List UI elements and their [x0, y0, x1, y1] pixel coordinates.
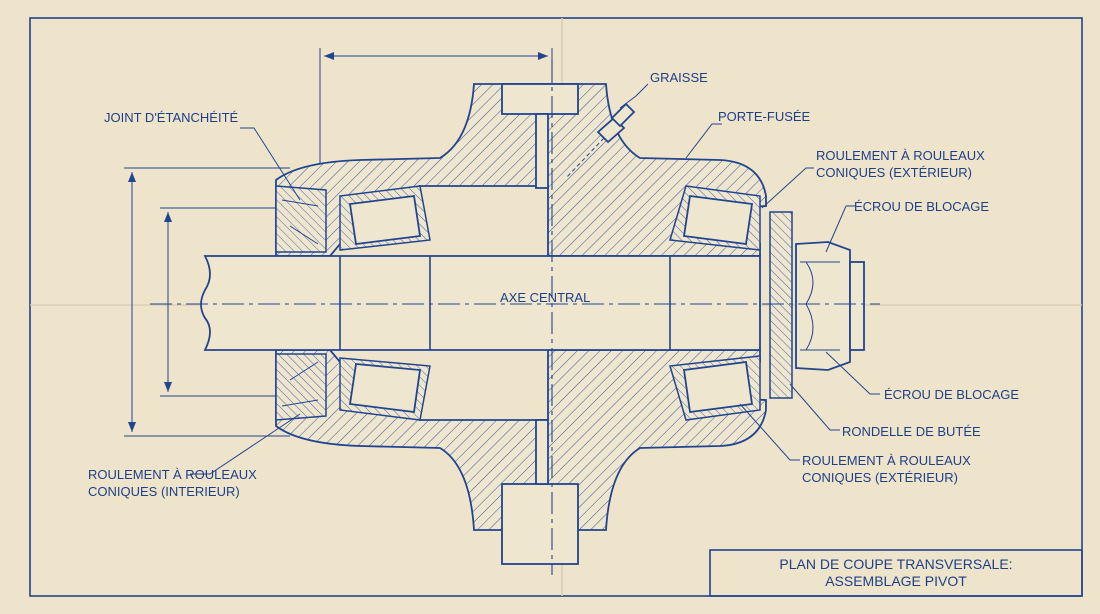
label-rondelle: RONDELLE DE BUTÉE — [842, 424, 981, 439]
label-joint: JOINT D'ÉTANCHÉITÉ — [104, 110, 239, 125]
title-line-1: PLAN DE COUPE TRANSVERSALE: — [779, 556, 1012, 572]
outer-bearing-top — [669, 185, 761, 251]
outer-bearing-bottom — [669, 355, 761, 421]
label-roulement-ext-top-1: ROULEMENT À ROULEAUX — [816, 148, 985, 163]
label-roulement-ext-bot-1: ROULEMENT À ROULEAUX — [802, 453, 971, 468]
left-dimensions — [124, 167, 290, 437]
inner-bearing-top — [339, 185, 431, 251]
sheet-border — [29, 17, 1083, 597]
label-graisse: GRAISSE — [650, 70, 708, 85]
inner-bearing-bottom — [339, 357, 431, 421]
label-roulement-ext-top-2: CONIQUES (EXTÉRIEUR) — [816, 165, 972, 180]
label-roulement-int-1: ROULEMENT À ROULEAUX — [88, 467, 257, 482]
central-shaft — [200, 255, 761, 351]
label-roulement-int-2: CONIQUES (INTERIEUR) — [88, 484, 240, 499]
label-ecrou-bottom: ÉCROU DE BLOCAGE — [884, 387, 1019, 402]
seal — [275, 185, 327, 421]
thrust-washer — [769, 211, 793, 399]
label-porte-fusee: PORTE-FUSÉE — [718, 109, 811, 124]
leader-lines — [190, 83, 880, 475]
label-ecrou-top: ÉCROU DE BLOCAGE — [854, 199, 989, 214]
title-line-2: ASSEMBLAGE PIVOT — [825, 573, 967, 589]
title-block — [709, 549, 1083, 597]
lock-nut — [795, 241, 865, 371]
label-axe-central: AXE CENTRAL — [500, 290, 590, 305]
grease-fitting — [565, 102, 636, 179]
label-roulement-ext-bot-2: CONIQUES (EXTÉRIEUR) — [802, 470, 958, 485]
